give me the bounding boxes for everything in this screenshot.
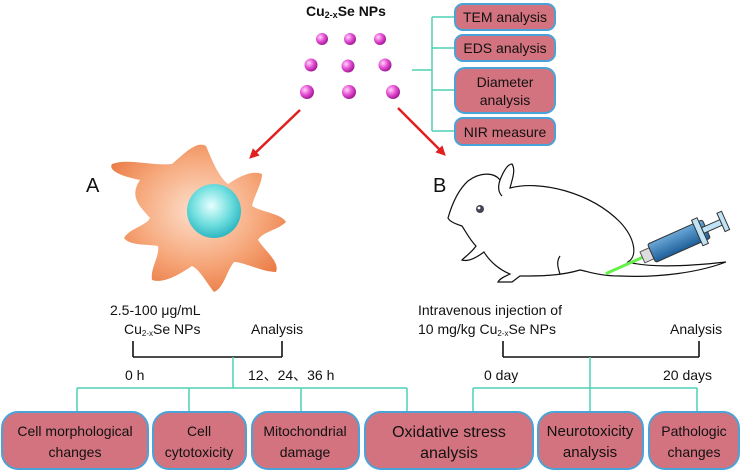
arrow-to-cell (249, 109, 301, 159)
outcome-neurotoxicity-line2: analysis (563, 444, 617, 461)
syringe-plunger-cap (716, 210, 731, 233)
panel-a-time-start: 0 h (125, 367, 144, 383)
nanoparticle (341, 59, 355, 73)
cell-illustration (111, 144, 286, 292)
outcome-boxes: Cell morphological changes Cell cytotoxi… (1, 411, 740, 470)
nanoparticle (300, 85, 314, 99)
eds-analysis-label: EDS analysis (463, 40, 546, 56)
panel-a-letter: A (86, 175, 100, 197)
panel-b-timeline (502, 341, 700, 358)
outcome-neurotoxicity-line1: Neurotoxicity (547, 423, 634, 440)
outcome-box-oxidative-stress (364, 411, 534, 470)
outcome-mitochondrial-line1: Mitochondrial (263, 423, 346, 439)
syringe-needle (605, 256, 644, 276)
outcome-connectors (76, 357, 698, 412)
outcome-cytotoxicity-line2: cytotoxicity (165, 444, 233, 460)
outcome-box-morphology (1, 411, 149, 470)
outcome-morphology-line2: changes (49, 444, 102, 460)
title: Cu2-xSe NPs (306, 3, 386, 20)
panel-a-time-end: 12、24、36 h (248, 367, 334, 383)
outcome-box-mitochondrial (251, 411, 360, 470)
nanoparticles (300, 33, 400, 99)
nir-measure-box (454, 117, 556, 146)
tem-analysis-label: TEM analysis (463, 9, 547, 25)
mouse-eye (476, 205, 484, 213)
nanoparticle (316, 33, 328, 45)
outcome-oxidative-line1: Oxidative stress (392, 424, 506, 441)
panel-a-timeline (132, 341, 283, 358)
tem-analysis-box (454, 3, 556, 31)
nanoparticle (344, 33, 356, 45)
diameter-label: Diameter (477, 74, 534, 90)
outcome-pathologic-line1: Pathologic (661, 423, 726, 439)
nanoparticle (374, 33, 386, 45)
panel-b-letter: B (433, 175, 446, 197)
mouse-eye-highlight (477, 206, 481, 210)
analysis-connectors (412, 16, 455, 132)
nanoparticle (304, 58, 318, 72)
outcome-box-cytotoxicity (152, 411, 247, 470)
panel-b-time-end: 20 days (663, 367, 712, 383)
outcome-box-pathologic (648, 411, 740, 470)
outcome-cytotoxicity-line1: Cell (187, 423, 211, 439)
nanoparticle (378, 58, 392, 72)
arrow-to-mouse (397, 107, 446, 156)
nanoparticle (342, 85, 356, 99)
panel-a-dose-line1: 2.5-100 μg/mL (110, 302, 201, 318)
eds-analysis-box (454, 34, 556, 62)
outcome-pathologic-line2: changes (668, 444, 721, 460)
diameter-analysis-label: analysis (480, 92, 531, 108)
panel-a-analysis-label: Analysis (251, 321, 303, 337)
nir-measure-label: NIR measure (464, 124, 547, 140)
diameter-analysis-box (454, 67, 556, 114)
cell-nucleus (187, 184, 241, 238)
panel-b-injection-line1: Intravenous injection of (418, 302, 562, 318)
panel-b-time-start: 0 day (484, 367, 518, 383)
panel-a-dose-line2: Cu2-xSe NPs (124, 321, 201, 338)
outcome-oxidative-line2: analysis (420, 445, 478, 462)
nanoparticle (386, 85, 400, 99)
mouse-illustration (447, 163, 727, 283)
panel-b-analysis-label: Analysis (670, 321, 722, 337)
syringe-illustration (605, 210, 731, 276)
panel-b-injection-line2: 10 mg/kg Cu2-xSe NPs (418, 321, 556, 338)
analysis-boxes: TEM analysis EDS analysis Diameter analy… (454, 3, 556, 146)
outcome-morphology-line1: Cell morphological (17, 423, 132, 439)
outcome-mitochondrial-line2: damage (280, 444, 331, 460)
outcome-box-neurotoxicity (537, 411, 644, 470)
